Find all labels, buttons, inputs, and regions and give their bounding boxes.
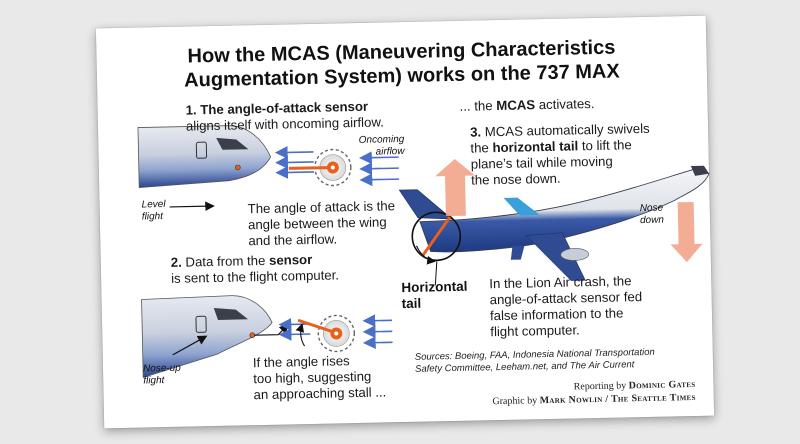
sources-note: Sources: Boeing, FAA, Indonesia National…: [414, 346, 655, 375]
step-2-heading: 2. Data from the sensor is sent to the f…: [170, 251, 340, 286]
lion-air-note: In the Lion Air crash, the angle-of-atta…: [489, 273, 643, 340]
illustration-layer: [112, 125, 710, 379]
nose-up-flight-label: Nose-up flight: [142, 362, 181, 387]
mcas-activates-text: ... the MCAS activates.: [459, 96, 595, 114]
step-3-text: 3. MCAS automatically swivels the horizo…: [469, 120, 650, 188]
reporter-name: Dominic Gates: [628, 378, 696, 392]
level-flight-arrow-icon: [169, 201, 215, 211]
stall-warning-text: If the angle rises too high, suggesting …: [252, 353, 387, 403]
level-flight-nose: [137, 125, 272, 188]
step-1-number: 1.: [185, 102, 197, 118]
tail-up-arrow-icon: [435, 158, 476, 217]
aoa-sensor-dot-icon: [235, 164, 241, 171]
boeing-737-max-plane: [398, 165, 710, 281]
angle-of-attack-definition: The angle of attack is the angle between…: [247, 198, 396, 249]
aoa-sensor-vane-level-icon: [288, 148, 352, 187]
infographic-card: How the MCAS (Maneuvering Characteristic…: [95, 15, 715, 429]
nose-down-label: Nose down: [639, 202, 665, 227]
step-1-rest-text: aligns itself with oncoming airflow.: [185, 114, 384, 134]
step-1-heading: 1. The angle-of-attack sensor aligns its…: [185, 98, 384, 134]
aoa-sensor-dot-2-icon: [249, 332, 256, 339]
section-divider: [112, 257, 401, 265]
horizontal-tail-swivel-icon: [411, 211, 462, 286]
oncoming-airflow-arrows-1: [274, 146, 400, 187]
graphic-credit: Mark Nowlin / The Seattle Times: [539, 391, 696, 407]
aoa-sensor-vane-raised-icon: [295, 314, 356, 353]
horizontal-tail-label: Horizontal tail: [401, 278, 468, 312]
oncoming-airflow-label: Oncoming airflow: [358, 133, 405, 158]
level-flight-label: Level flight: [141, 199, 166, 223]
nose-up-arrow-icon: [172, 335, 208, 356]
nose-down-arrow-icon: [670, 201, 703, 263]
